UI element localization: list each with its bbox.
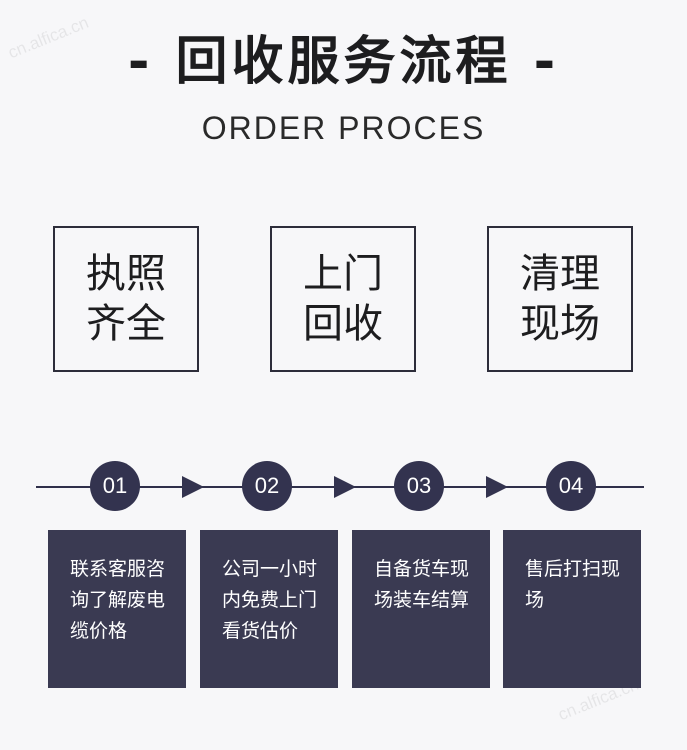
step-number-circle: 03 bbox=[394, 461, 444, 511]
step-number-circle: 04 bbox=[546, 461, 596, 511]
feature-line: 齐全 bbox=[86, 301, 166, 347]
step-number-circle: 01 bbox=[90, 461, 140, 511]
page-title: - 回收服务流程 - bbox=[127, 32, 560, 92]
feature-line: 上门 bbox=[303, 251, 383, 297]
step-card: 联系客服咨询了解废电缆价格 bbox=[48, 530, 186, 688]
step-card: 售后打扫现场 bbox=[503, 530, 641, 688]
step-card: 自备货车现场装车结算 bbox=[352, 530, 490, 688]
feature-box-cleanup: 清理 现场 bbox=[487, 226, 633, 372]
arrow-right-icon bbox=[486, 476, 508, 498]
feature-line: 现场 bbox=[520, 301, 600, 347]
feature-line: 清理 bbox=[520, 251, 600, 297]
feature-box-license: 执照 齐全 bbox=[53, 226, 199, 372]
feature-line: 回收 bbox=[303, 301, 383, 347]
feature-line: 执照 bbox=[86, 251, 166, 297]
step-number-circle: 02 bbox=[242, 461, 292, 511]
arrow-right-icon bbox=[334, 476, 356, 498]
feature-box-onsite: 上门 回收 bbox=[270, 226, 416, 372]
page-subtitle: ORDER PROCES bbox=[201, 110, 486, 146]
arrow-right-icon bbox=[182, 476, 204, 498]
step-card: 公司一小时内免费上门看货估价 bbox=[200, 530, 338, 688]
